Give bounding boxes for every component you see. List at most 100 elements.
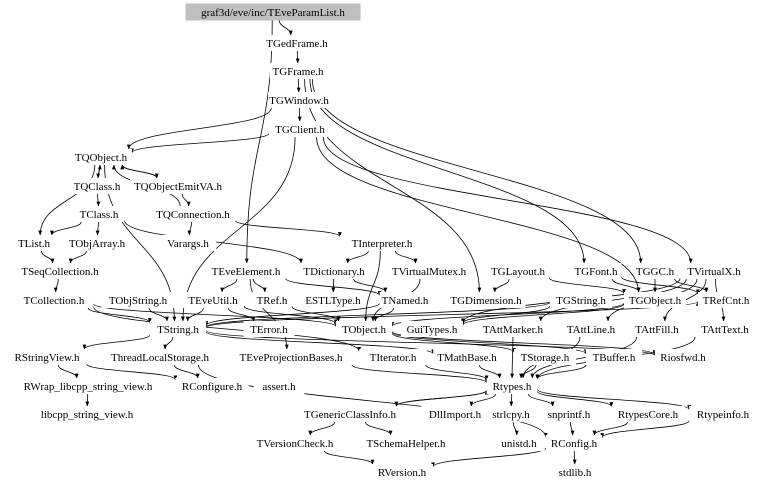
node-label: graf3d/eve/inc/TEveParamList.h (201, 7, 345, 19)
edge-TInterpreter-to-TVirtualMutex (395, 250, 418, 264)
node-box (680, 263, 748, 279)
node-box (626, 321, 688, 337)
file-node[interactable]: TGLayout.h (487, 263, 549, 279)
file-node[interactable]: TEveProjectionBases.h (229, 349, 353, 365)
file-node[interactable]: RStringView.h (7, 349, 87, 365)
file-node[interactable]: TVersionCheck.h (250, 435, 340, 451)
node-box (570, 263, 622, 279)
file-node[interactable]: TCollection.h (14, 292, 94, 308)
node-box (545, 435, 603, 451)
file-node[interactable]: TEveUtil.h (182, 292, 244, 308)
file-node[interactable]: RtypesCore.h (611, 406, 685, 422)
edge-TEveElement-to-TEveProjectionBases (249, 278, 289, 350)
node-box (101, 349, 219, 365)
file-node[interactable]: TSchemaHelper.h (361, 435, 451, 451)
file-node[interactable]: TIterator.h (359, 349, 427, 365)
file-node[interactable]: TAttText.h (694, 321, 756, 337)
file-node[interactable]: TVirtualMutex.h (384, 263, 474, 279)
node-box (635, 263, 675, 279)
file-node[interactable]: TGWindow.h (268, 92, 330, 108)
edge-TEveElement-to-TRef (252, 278, 267, 293)
file-node[interactable]: TRef.h (252, 292, 292, 308)
file-node[interactable]: DllImport.h (421, 406, 489, 422)
file-node[interactable]: Varargs.h (159, 235, 217, 251)
node-label: TSeqCollection.h (21, 266, 99, 278)
edge-ThreadLocalStorage-to-RConfig (198, 364, 548, 438)
file-node[interactable]: TDictionary.h (294, 263, 374, 279)
file-node[interactable]: TQObject.h (70, 149, 132, 165)
file-node[interactable]: TAttFill.h (626, 321, 688, 337)
file-node[interactable]: TList.h (11, 235, 57, 251)
node-box (11, 235, 57, 251)
file-node[interactable]: TGFrame.h (269, 63, 327, 79)
file-node[interactable]: Rtypes.h (486, 378, 538, 394)
node-box (101, 292, 175, 308)
edge-RStringView-to-RWrap (57, 364, 79, 379)
file-node[interactable]: TGGC.h (635, 263, 675, 279)
file-node[interactable]: ESTLType.h (302, 292, 364, 308)
file-node[interactable]: TClass.h (73, 206, 125, 222)
file-node[interactable]: RWrap_libcpp_string_view.h (12, 378, 164, 394)
file-node[interactable]: TQObjectEmitVA.h (130, 178, 226, 194)
file-node[interactable]: RConfig.h (545, 435, 603, 451)
file-node[interactable]: TGDimension.h (446, 292, 526, 308)
edge-TList-to-TSeqCollection (41, 250, 55, 264)
file-node[interactable]: TGenericClassInfo.h (293, 406, 407, 422)
file-node[interactable]: unistd.h (493, 435, 545, 451)
file-node[interactable]: snprintf.h (538, 406, 600, 422)
file-node[interactable]: TVirtualX.h (680, 263, 748, 279)
node-label: TVersionCheck.h (257, 438, 334, 450)
file-node[interactable]: TString.h (149, 321, 207, 337)
node-label: TCollection.h (24, 295, 85, 307)
file-node[interactable]: TObjString.h (101, 292, 175, 308)
file-node[interactable]: TQConnection.h (150, 206, 236, 222)
file-node[interactable]: Riosfwd.h (654, 349, 712, 365)
node-label: TGLayout.h (491, 266, 546, 278)
node-label: TDictionary.h (303, 266, 365, 278)
file-node[interactable]: TObjArray.h (63, 235, 131, 251)
file-node[interactable]: TQClass.h (68, 178, 126, 194)
node-label: RConfig.h (551, 438, 598, 450)
edge-TGObject-to-GuiTypes (461, 303, 625, 326)
file-node[interactable]: Rtypeinfo.h (689, 406, 757, 422)
node-label: TString.h (157, 324, 199, 336)
file-node[interactable]: TAttMarker.h (476, 321, 550, 337)
file-node[interactable]: TAttLine.h (560, 321, 622, 337)
file-node[interactable]: TGedFrame.h (263, 35, 331, 51)
file-node[interactable]: TGObject.h (624, 292, 686, 308)
file-node[interactable]: assert.h (253, 378, 305, 394)
node-label: TGFont.h (574, 266, 618, 278)
node-box (229, 349, 353, 365)
node-label: RStringView.h (15, 352, 80, 364)
file-node[interactable]: TRefCnt.h (697, 292, 755, 308)
node-box (63, 235, 131, 251)
file-node[interactable]: TSeqCollection.h (12, 263, 108, 279)
file-node[interactable]: TNamed.h (379, 292, 431, 308)
file-node[interactable]: TObject.h (335, 321, 393, 337)
root-file-node[interactable]: graf3d/eve/inc/TEveParamList.h (185, 3, 361, 21)
file-node[interactable]: GuiTypes.h (401, 321, 463, 337)
file-node[interactable]: stdlib.h (549, 464, 601, 480)
file-node[interactable]: TBuffer.h (585, 349, 643, 365)
file-node[interactable]: TStorage.h (514, 349, 576, 365)
file-node[interactable]: RVersion.h (371, 464, 433, 480)
node-label: RVersion.h (378, 467, 427, 479)
file-node[interactable]: TGFont.h (570, 263, 622, 279)
node-label: TAttLine.h (567, 324, 616, 336)
file-node[interactable]: TError.h (243, 321, 295, 337)
file-node[interactable]: TGString.h (550, 292, 612, 308)
file-node[interactable]: TGClient.h (269, 121, 331, 137)
file-node[interactable]: TEveElement.h (206, 263, 286, 279)
file-node[interactable]: ThreadLocalStorage.h (101, 349, 219, 365)
node-box (585, 349, 643, 365)
file-node[interactable]: TMathBase.h (433, 349, 501, 365)
node-box (70, 149, 132, 165)
file-node[interactable]: strlcpy.h (482, 406, 540, 422)
file-node[interactable]: RConfigure.h (175, 378, 249, 394)
edge-TGLayout-to-TGObject (548, 277, 626, 294)
edge-TObject-to-TBuffer (391, 331, 588, 355)
file-node[interactable]: TInterpreter.h (339, 235, 425, 251)
edge-RStringView-to-RConfigure (86, 363, 178, 381)
file-node[interactable]: libcpp_string_view.h (28, 406, 146, 422)
node-label: TRef.h (257, 295, 288, 307)
